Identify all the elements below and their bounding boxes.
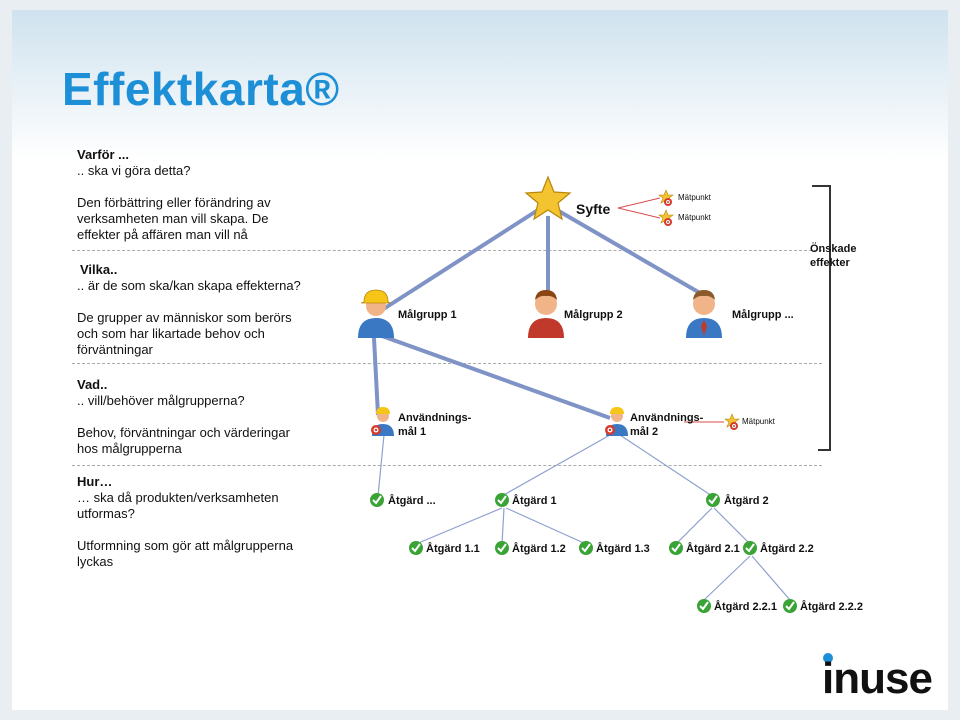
anvmal-1-label-1: Användnings- bbox=[398, 412, 472, 424]
check-icon bbox=[706, 493, 720, 507]
q-hur-sub-2: utformas? bbox=[77, 506, 135, 521]
person-tie-icon bbox=[686, 290, 722, 338]
separator-3 bbox=[72, 465, 822, 466]
person-helmet-target-icon bbox=[371, 407, 394, 436]
q-varfor-sub: .. ska vi göra detta? bbox=[77, 163, 191, 178]
matpunkt-label: Mätpunkt bbox=[678, 193, 711, 202]
atgard-label: Åtgärd 1.1 bbox=[426, 543, 480, 555]
atgard-label: Åtgärd 2 bbox=[724, 495, 769, 507]
q-vilka-desc-3: förväntningar bbox=[77, 342, 153, 357]
q-vilka-heading: Vilka.. bbox=[80, 262, 118, 277]
check-icon bbox=[783, 599, 797, 613]
separator-1 bbox=[72, 250, 822, 251]
q-hur-sub-1: … ska då produkten/verksamheten bbox=[77, 490, 279, 505]
connector-syfte-malgrupp3 bbox=[555, 208, 714, 302]
q-vad-desc-1: Behov, förväntningar och värderingar bbox=[77, 425, 290, 440]
connector-tree bbox=[703, 555, 751, 601]
check-icon bbox=[669, 541, 683, 555]
connector-tree bbox=[501, 507, 505, 545]
star-icon bbox=[524, 175, 572, 221]
anvmal-1-label-2: mål 1 bbox=[398, 426, 427, 438]
check-icon bbox=[579, 541, 593, 555]
check-icon bbox=[370, 493, 384, 507]
connector-tree bbox=[415, 507, 503, 545]
effect-map-diagram bbox=[358, 175, 833, 663]
q-varfor-desc-2: verksamheten man vill skapa. De bbox=[77, 211, 269, 226]
logo-dot bbox=[823, 653, 833, 663]
malgrupp-2-label: Målgrupp 2 bbox=[564, 309, 623, 321]
matpunkt-icon bbox=[724, 413, 740, 430]
connector-tree bbox=[501, 434, 611, 497]
check-icon bbox=[697, 599, 711, 613]
atgard-label: Åtgärd 1 bbox=[512, 495, 557, 507]
header-gradient bbox=[12, 10, 948, 160]
connector-tree bbox=[751, 555, 791, 601]
q-varfor-desc-1: Den förbättring eller förändring av bbox=[77, 195, 271, 210]
q-hur-heading: Hur… bbox=[77, 474, 113, 489]
matpunkt-icon bbox=[658, 209, 674, 226]
slide: Effektkarta® Varför ... .. ska vi göra d… bbox=[12, 10, 948, 710]
atgard-label: Åtgärd ... bbox=[388, 495, 436, 507]
matpunkt-label: Mätpunkt bbox=[742, 417, 775, 426]
atgard-label: Åtgärd 2.2.1 bbox=[714, 601, 777, 613]
malgrupp-3-label: Målgrupp ... bbox=[732, 309, 794, 321]
syfte-label: Syfte bbox=[576, 201, 611, 217]
q-vad-sub: .. vill/behöver målgrupperna? bbox=[77, 393, 245, 408]
atgard-label: Åtgärd 2.1 bbox=[686, 543, 740, 555]
person-icon bbox=[528, 290, 564, 338]
connector-tree bbox=[675, 507, 713, 545]
atgard-label: Åtgärd 1.2 bbox=[512, 543, 566, 555]
q-vad-heading: Vad.. bbox=[77, 377, 108, 392]
malgrupp-1-label: Målgrupp 1 bbox=[398, 309, 457, 321]
q-vilka-desc-2: och som har likartade behov och bbox=[77, 326, 265, 341]
q-varfor-heading: Varför ... bbox=[77, 147, 130, 162]
connector-syfte-matpunkt2 bbox=[617, 207, 661, 219]
inuse-logo: inuse bbox=[822, 654, 933, 703]
matpunkt-icon bbox=[658, 189, 674, 206]
person-helmet-icon bbox=[358, 289, 394, 338]
atgard-label: Åtgärd 2.2.2 bbox=[800, 601, 863, 613]
q-varfor-desc-3: effekter på affären man vill nå bbox=[77, 227, 248, 242]
check-icon bbox=[743, 541, 757, 555]
check-icon bbox=[495, 541, 509, 555]
effects-bracket bbox=[812, 185, 831, 451]
slide-title: Effektkarta® bbox=[62, 63, 340, 115]
onskade-effekter-label-2: effekter bbox=[810, 257, 850, 269]
separator-2 bbox=[72, 363, 822, 364]
check-icon bbox=[495, 493, 509, 507]
connector-malgrupp1-anvmal2 bbox=[381, 334, 611, 420]
anvmal-2-label-2: mål 2 bbox=[630, 426, 659, 438]
connector-syfte-matpunkt1 bbox=[617, 197, 661, 209]
connector-malgrupp1-anvmal1 bbox=[372, 337, 380, 416]
anvmal-2-label-1: Användnings- bbox=[630, 412, 704, 424]
person-helmet-target-icon bbox=[605, 407, 628, 436]
q-hur-desc-1: Utformning som gör att målgrupperna bbox=[77, 538, 294, 553]
atgard-label: Åtgärd 1.3 bbox=[596, 543, 650, 555]
connector-tree bbox=[377, 434, 385, 497]
check-icon bbox=[409, 541, 423, 555]
connector-tree bbox=[713, 507, 751, 545]
q-vilka-sub: .. är de som ska/kan skapa effekterna? bbox=[77, 278, 301, 293]
q-hur-desc-2: lyckas bbox=[77, 554, 114, 569]
q-vad-desc-2: hos målgrupperna bbox=[77, 441, 182, 456]
atgard-label: Åtgärd 2.2 bbox=[760, 543, 814, 555]
connector-tree bbox=[619, 434, 713, 497]
q-vilka-desc-1: De grupper av människor som berörs bbox=[77, 310, 292, 325]
onskade-effekter-label-1: Önskade bbox=[810, 243, 857, 255]
connector-syfte-malgrupp1 bbox=[380, 208, 540, 312]
matpunkt-label: Mätpunkt bbox=[678, 213, 711, 222]
connector-tree bbox=[505, 507, 587, 545]
